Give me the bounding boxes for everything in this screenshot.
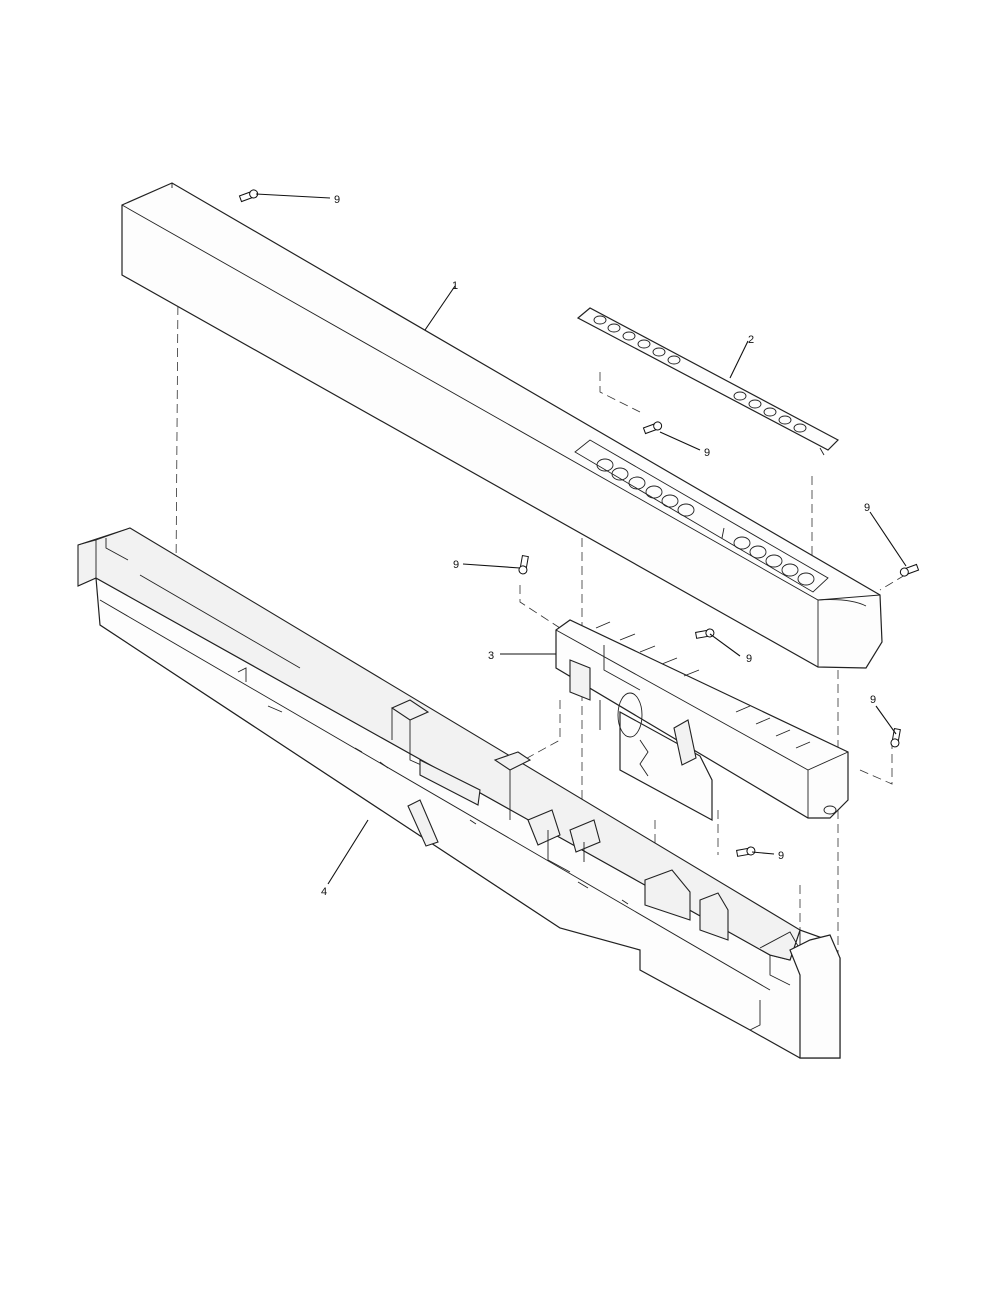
callout-9-board: 9: [746, 653, 752, 665]
callout-9-top: 9: [334, 194, 340, 206]
screw-5: [695, 628, 715, 639]
screw-3: [899, 563, 920, 577]
screw-1: [238, 189, 259, 203]
callout-2: 2: [748, 334, 754, 346]
callout-9-right: 9: [864, 502, 870, 514]
callout-1: 1: [452, 280, 458, 292]
callout-9-bottom: 9: [778, 850, 784, 862]
callout-9-left: 9: [453, 559, 459, 571]
callouts: 9 1 2 9 9 9 3 9 9 9 4: [321, 194, 876, 898]
lower-panel-part-4: [77, 527, 841, 1059]
screw-6: [890, 728, 901, 748]
callout-9-side: 9: [870, 694, 876, 706]
console-panel-part-1: [121, 182, 883, 669]
screw-2: [642, 421, 663, 435]
console-button-openings: [574, 439, 829, 593]
screw-4: [518, 555, 529, 575]
control-board-part-3: [555, 619, 849, 822]
callout-9-panel: 9: [704, 447, 710, 459]
screw-7: [736, 846, 756, 857]
leader-lines: [255, 193, 907, 885]
lower-panel-features: [237, 667, 799, 949]
callout-3: 3: [488, 650, 494, 662]
overlay-strip-part-2: [576, 307, 839, 456]
callout-4: 4: [321, 886, 327, 898]
